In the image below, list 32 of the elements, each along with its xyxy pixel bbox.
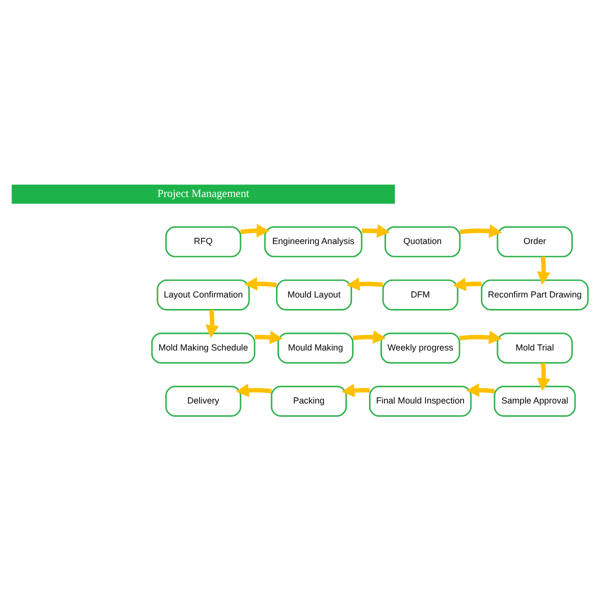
arrow: [240, 223, 270, 237]
arrow: [466, 382, 495, 396]
node-box: Mould Layout: [276, 278, 352, 310]
node-box: DFM: [382, 278, 458, 310]
node-box: Mold Making Schedule: [151, 332, 256, 364]
arrow: [342, 383, 370, 397]
arrow: [536, 256, 550, 284]
node-box: Project Management: [12, 184, 395, 204]
arrow: [460, 224, 502, 238]
arrow: [254, 330, 283, 344]
arrow: [346, 276, 384, 290]
arrow: [362, 224, 390, 238]
arrow: [352, 330, 386, 344]
arrow: [205, 309, 219, 338]
node-box: Mold Trial: [496, 332, 573, 364]
arrow: [536, 362, 550, 391]
node-box: Reconfirm Part Drawing: [480, 278, 589, 310]
node-box: Engineering Analysis: [264, 226, 362, 257]
node-box: Order: [496, 226, 573, 257]
node-box: Packing: [270, 385, 347, 416]
arrow: [236, 383, 272, 397]
node-box: Sample Approval: [494, 385, 576, 416]
node-box: Weekly progress: [380, 332, 460, 364]
node-box: Quotation: [384, 226, 461, 257]
node-box: Delivery: [165, 385, 242, 416]
arrow: [244, 276, 277, 290]
arrow: [452, 277, 482, 291]
node-box: Mould Making: [277, 332, 354, 364]
node-box: RFQ: [165, 226, 242, 257]
node-box: Layout Confirmation: [156, 278, 250, 310]
arrow: [459, 330, 502, 344]
node-box: Final Mould Inspection: [369, 385, 472, 416]
